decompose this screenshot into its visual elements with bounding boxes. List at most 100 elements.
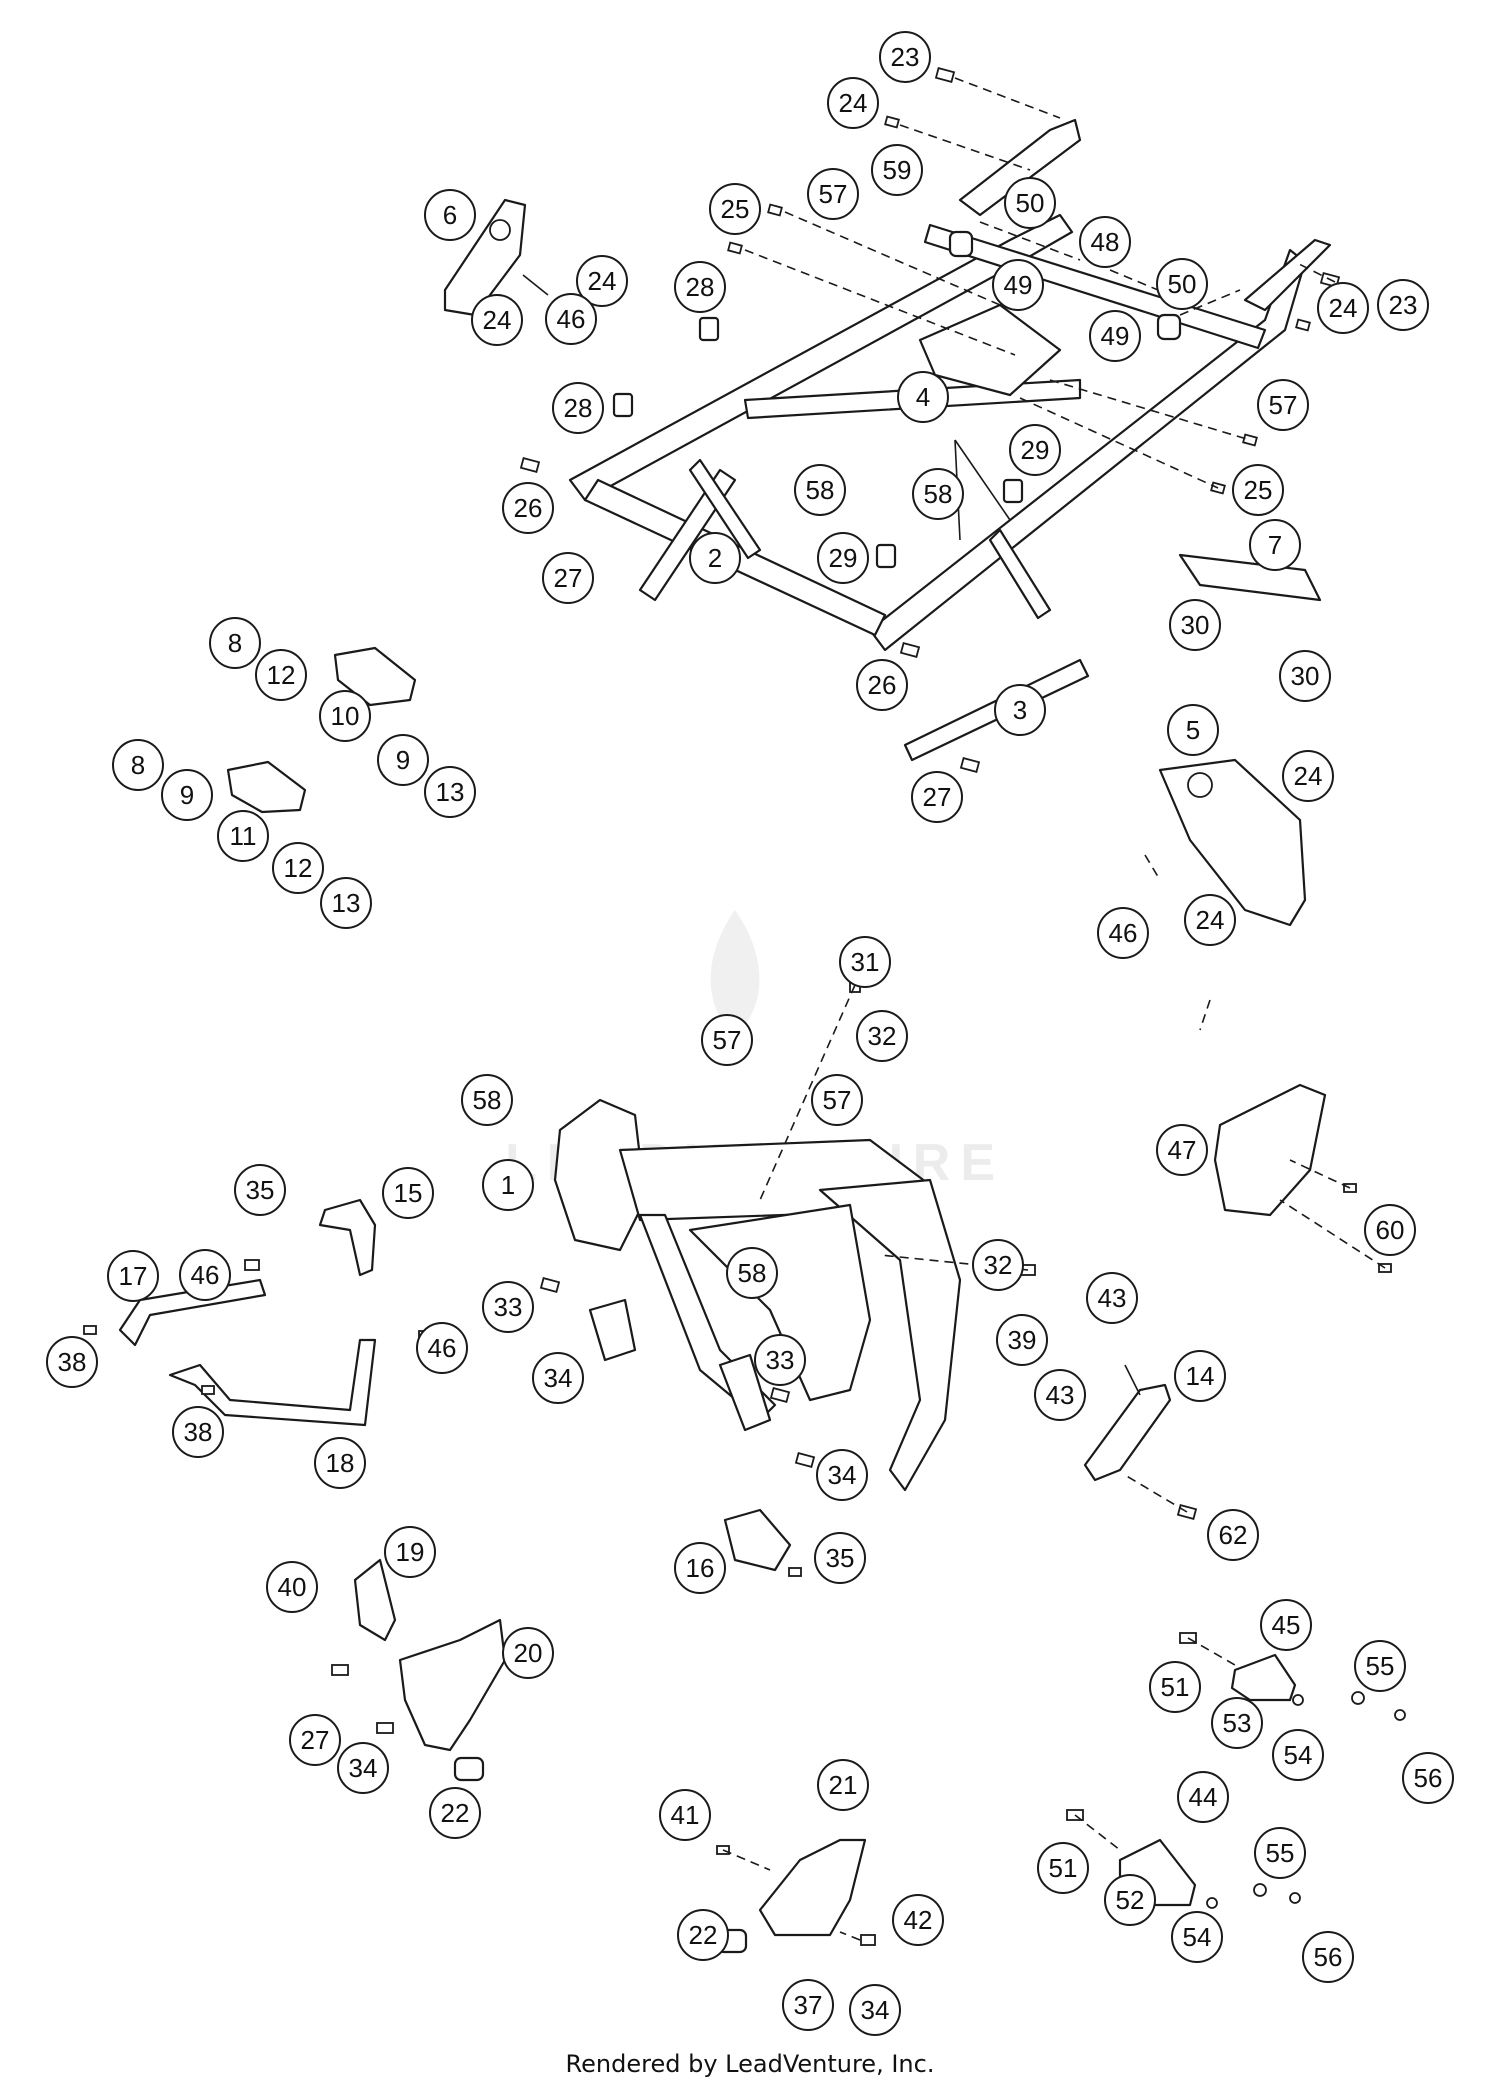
callout-11: 11: [217, 810, 269, 862]
callout-50: 50: [1156, 258, 1208, 310]
callout-label: 46: [191, 1260, 220, 1290]
callout-44: 44: [1177, 1771, 1229, 1823]
callout-label: 25: [1244, 475, 1273, 505]
bracket-6-body: [443, 198, 527, 317]
callout-29: 29: [817, 532, 869, 584]
leader-line: [1144, 854, 1161, 881]
bracket-6-hole: [489, 219, 511, 241]
callout-label: 57: [1269, 390, 1298, 420]
callout-label: 46: [428, 1333, 457, 1363]
callout-10: 10: [319, 690, 371, 742]
leader-line: [722, 1849, 771, 1871]
callout-41: 41: [659, 1789, 711, 1841]
callout-39: 39: [996, 1314, 1048, 1366]
callout-label: 33: [494, 1292, 523, 1322]
footpeg-11-body: [226, 760, 307, 814]
callout-label: 54: [1183, 1922, 1212, 1952]
callout-label: 41: [671, 1800, 700, 1830]
bolt: [539, 1276, 561, 1294]
callout-33: 33: [482, 1281, 534, 1333]
callout-label: 28: [686, 272, 715, 302]
callout-27: 27: [911, 771, 963, 823]
callout-label: 57: [713, 1025, 742, 1055]
callout-12: 12: [272, 842, 324, 894]
callout-40: 40: [266, 1561, 318, 1613]
callout-label: 33: [766, 1345, 795, 1375]
callout-label: 54: [1284, 1740, 1313, 1770]
callout-label: 55: [1266, 1838, 1295, 1868]
leader-line: [839, 1931, 861, 1941]
callout-21: 21: [817, 1759, 869, 1811]
leader-line: [1124, 1474, 1188, 1513]
callout-label: 8: [131, 750, 145, 780]
bolt: [769, 1386, 791, 1404]
callout-label: 43: [1046, 1380, 1075, 1410]
footpeg-11: [226, 760, 307, 814]
callout-label: 50: [1016, 188, 1045, 218]
callout-8: 8: [209, 617, 261, 669]
callout-52: 52: [1104, 1874, 1156, 1926]
callout-34: 34: [532, 1352, 584, 1404]
rack-end-top: [958, 118, 1082, 217]
callout-label: 11: [230, 821, 257, 851]
callout-label: 58: [806, 475, 835, 505]
callout-13: 13: [424, 766, 476, 818]
callout-26: 26: [856, 659, 908, 711]
callout-31: 31: [839, 936, 891, 988]
callout-22: 22: [677, 1909, 729, 1961]
callout-26: 26: [502, 482, 554, 534]
subframe-brace-a: [688, 458, 762, 560]
callout-label: 27: [301, 1725, 330, 1755]
guard-18: [168, 1338, 377, 1427]
callout-label: 34: [828, 1460, 857, 1490]
footpeg-10-body: [333, 646, 417, 707]
bumper-29-lower: [875, 543, 897, 569]
bracket-16: [723, 1508, 792, 1572]
bracket-19-body: [353, 1558, 397, 1642]
footpeg-45: [1230, 1653, 1297, 1702]
callout-58: 58: [912, 468, 964, 520]
bolt: [1295, 318, 1311, 332]
leader-line: [1074, 1814, 1121, 1851]
callout-label: 30: [1291, 661, 1320, 691]
callout-label: 30: [1181, 610, 1210, 640]
callout-34: 34: [849, 1984, 901, 2036]
callout-label: 28: [564, 393, 593, 423]
callout-24: 24: [576, 255, 628, 307]
clip-56: [1289, 1892, 1301, 1904]
engine-mount-33-right: [718, 1353, 772, 1432]
callout-label: 15: [394, 1178, 423, 1208]
callout-58: 58: [461, 1074, 513, 1126]
footpeg-45-body: [1230, 1653, 1297, 1702]
engine-mount-33-left: [588, 1298, 637, 1362]
callout-12: 12: [255, 649, 307, 701]
callout-59: 59: [871, 144, 923, 196]
callout-2: 2: [689, 532, 741, 584]
leader-line: [899, 124, 1031, 171]
callout-label: 24: [588, 266, 617, 296]
callout-57: 57: [811, 1074, 863, 1126]
callout-55: 55: [1354, 1640, 1406, 1692]
callout-58: 58: [726, 1247, 778, 1299]
bolt: [788, 1567, 802, 1577]
bolt: [727, 241, 743, 255]
callout-24: 24: [1317, 282, 1369, 334]
callout-label: 48: [1091, 227, 1120, 257]
callout-16: 16: [674, 1542, 726, 1594]
callout-13: 13: [320, 877, 372, 929]
callout-5: 5: [1167, 704, 1219, 756]
callout-24: 24: [471, 294, 523, 346]
bolt: [376, 1722, 394, 1734]
leader-lines: [522, 77, 1386, 1941]
callout-label: 45: [1272, 1610, 1301, 1640]
callout-24: 24: [1282, 750, 1334, 802]
leader-line: [1289, 1159, 1351, 1189]
callout-label: 9: [396, 745, 410, 775]
callout-46: 46: [1097, 907, 1149, 959]
bracket-20-body: [398, 1618, 507, 1752]
callout-label: 12: [284, 853, 313, 883]
callout-45: 45: [1260, 1599, 1312, 1651]
callout-label: 58: [473, 1085, 502, 1115]
callout-label: 50: [1168, 269, 1197, 299]
bumper-28-lower: [612, 392, 634, 418]
